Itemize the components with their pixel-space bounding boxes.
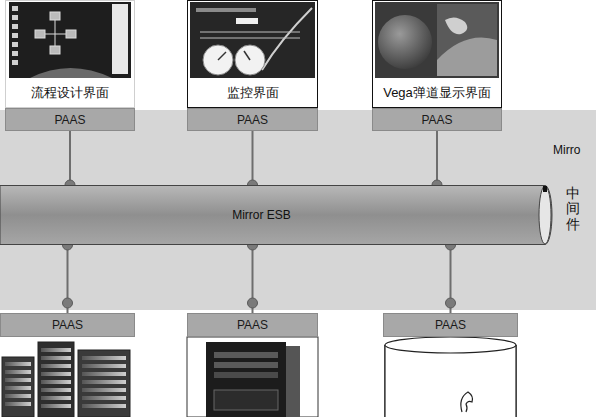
cylinder-end [539, 186, 551, 244]
screen-frame [5, 0, 135, 108]
middleware-band [0, 110, 596, 310]
connector-line [436, 131, 438, 185]
planet-arc [30, 68, 112, 78]
screenshot-box: 流程设计界面 [5, 0, 135, 108]
database-cylinder [385, 337, 516, 417]
monitor-screen [190, 2, 315, 78]
paas-bar: PAAS [0, 313, 135, 337]
flow-design-screen [9, 2, 131, 78]
trajectory-curve [262, 8, 312, 70]
junction-dot [63, 298, 73, 308]
vega-screen [375, 2, 499, 78]
paas-bar: PAAS [372, 108, 502, 131]
junction-dot [446, 298, 456, 308]
paas-label: PAAS [237, 318, 268, 332]
paas-bar: PAAS [187, 313, 318, 337]
earth-surface [437, 38, 497, 77]
monitor-field [236, 18, 258, 24]
cylinder-body [0, 186, 552, 245]
paas-bar: PAAS [187, 108, 318, 131]
paas-label: PAAS [237, 113, 268, 127]
vertical-label: 中间件 [566, 186, 580, 232]
flow-graph [35, 12, 76, 54]
middleware-band: MirroMirror ESB [0, 131, 596, 310]
esb-cylinder: Mirror ESB [0, 185, 553, 245]
junction-dot [248, 298, 258, 308]
toolbar-icons [12, 6, 18, 65]
gauge [235, 45, 265, 75]
bus-name: Mirror ESB [232, 208, 291, 222]
paas-label: PAAS [52, 318, 83, 332]
tower-server [206, 342, 300, 417]
earth-cloud [445, 17, 467, 34]
paas-bar: PAAS [5, 108, 135, 131]
paas-label: PAAS [54, 113, 85, 127]
paas-bar: PAAS [383, 313, 518, 337]
screen-caption: 流程设计界面 [8, 84, 132, 102]
rack-servers [2, 342, 130, 417]
screenshot-box: Vega弹道显示界面 [372, 0, 502, 108]
monitor-grid [200, 32, 300, 38]
cylinder-cap [543, 186, 547, 192]
screen-frame [372, 0, 502, 108]
connector-line [252, 131, 254, 185]
properties-panel [112, 4, 128, 74]
gauge [203, 45, 233, 75]
tower-frame [187, 337, 318, 417]
band-name: Mirro [553, 143, 580, 157]
screen-caption: 监控界面 [190, 84, 315, 102]
connector-line [69, 131, 71, 185]
screen-caption: Vega弹道显示界面 [375, 84, 499, 102]
screen-frame [187, 0, 318, 108]
screenshot-box: 监控界面 [187, 0, 318, 108]
gauge-needle [218, 52, 226, 60]
globe [378, 15, 432, 69]
gauge-needle [244, 51, 250, 60]
monitor-header [196, 8, 256, 12]
earth-view [437, 4, 497, 76]
paas-label: PAAS [421, 113, 452, 127]
paas-label: PAAS [435, 318, 466, 332]
